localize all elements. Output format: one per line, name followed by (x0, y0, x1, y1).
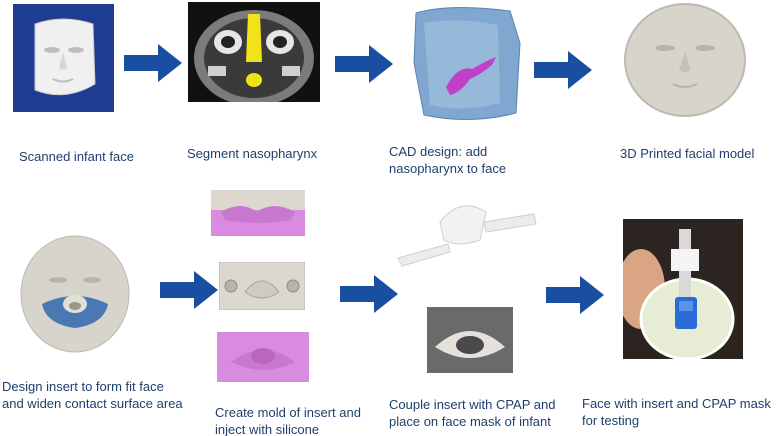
caption-scan: Scanned infant face (19, 149, 134, 164)
mold-top-image (211, 190, 305, 236)
cad-design-image (410, 3, 522, 124)
caption-cad: CAD design: add nasopharynx to face (389, 144, 507, 176)
caption-mold: Create mold of insert and inject with si… (215, 405, 361, 436)
mold-bottom-image (217, 332, 309, 382)
caption-segment: Segment nasopharynx (187, 146, 318, 161)
testing-photo-image (623, 219, 743, 359)
arrow-right-icon (160, 271, 218, 309)
caption-couple: Couple insert with CPAP and place on fac… (389, 397, 556, 429)
arrow-right-icon (335, 45, 393, 83)
caption-print: 3D Printed facial model (620, 146, 755, 161)
arrow-right-icon (546, 276, 604, 314)
silicone-insert-image (427, 307, 513, 373)
caption-design-insert: Design insert to form fit face and widen… (2, 379, 183, 411)
scanned-face-image (13, 4, 114, 112)
printed-face-image (623, 2, 747, 118)
arrow-right-icon (124, 44, 182, 82)
arrow-right-icon (534, 51, 592, 89)
caption-test: Face with insert and CPAP mask for testi… (582, 396, 771, 428)
mold-middle-image (219, 262, 305, 310)
cpap-insert-image (388, 192, 538, 272)
arrow-right-icon (340, 275, 398, 313)
insert-design-image (20, 232, 130, 354)
ct-segmentation-image (188, 2, 320, 102)
